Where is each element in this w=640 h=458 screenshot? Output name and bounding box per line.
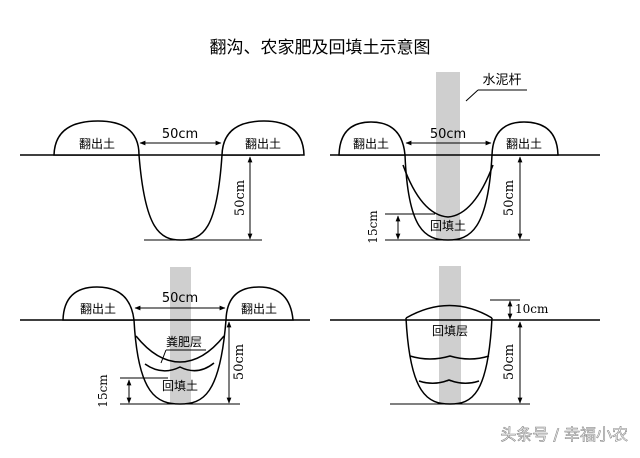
spoil-label: 翻出土 — [506, 137, 542, 151]
depth-label: 50cm — [502, 344, 517, 380]
depth-label: 50cm — [502, 180, 517, 216]
depth-15-label: 15cm — [96, 374, 110, 408]
panel-4 — [330, 304, 600, 405]
depth-label: 50cm — [232, 344, 247, 380]
ten-cm-label: 10cm — [515, 302, 549, 316]
panel-1 — [20, 120, 305, 241]
backfill-label: 回填土 — [430, 219, 466, 233]
diagram-title: 翻沟、农家肥及回填土示意图 — [210, 38, 431, 58]
spoil-label: 翻出土 — [353, 137, 389, 151]
concrete-pole — [436, 72, 460, 240]
depth-15-label: 15cm — [366, 210, 380, 244]
width-label: 50cm — [162, 291, 198, 306]
width-label: 50cm — [162, 127, 198, 142]
spoil-label: 翻出土 — [245, 137, 281, 151]
backfill-label: 回填土 — [162, 379, 198, 393]
watermark: 头条号 / 幸福小农 — [500, 425, 628, 444]
concrete-pole — [439, 266, 461, 404]
spoil-label: 翻出土 — [79, 137, 115, 151]
width-label: 50cm — [430, 127, 466, 142]
spoil-label: 翻出土 — [241, 302, 277, 316]
panel-3 — [20, 286, 310, 405]
pole-label: 水泥杆 — [482, 73, 521, 88]
manure-layer-label: 粪肥层 — [166, 335, 202, 349]
depth-label: 50cm — [233, 180, 248, 216]
backfill-layer-label: 回填层 — [432, 324, 468, 338]
spoil-label: 翻出土 — [80, 302, 116, 316]
